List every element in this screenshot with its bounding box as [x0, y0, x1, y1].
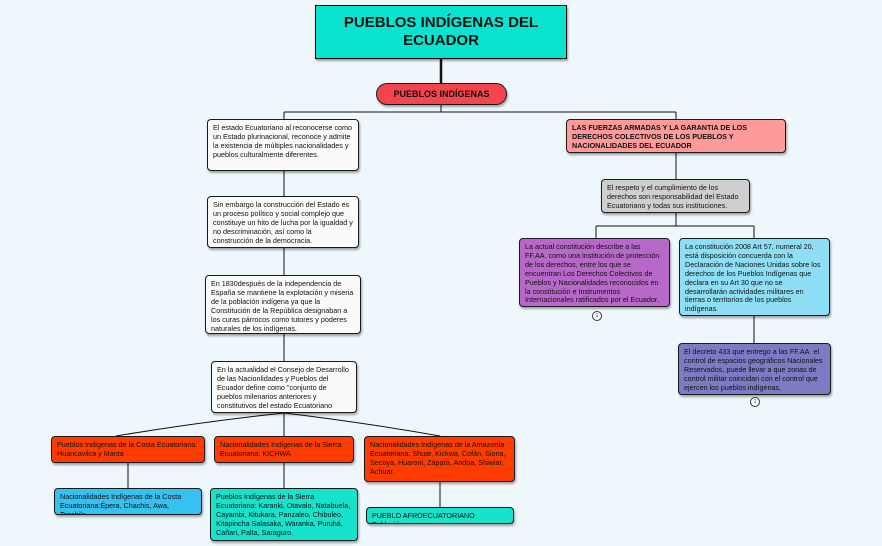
node-afroecuatoriano[interactable]: PUEBLO AFROECUATORIANO Población	[366, 507, 514, 524]
node-costa-nacionalidades[interactable]: Nacionalidades Indígenas de la Costa Ecu…	[54, 488, 202, 515]
subtopic-pueblos-indigenas[interactable]: PUEBLOS INDÍGENAS	[376, 83, 507, 105]
attachment-count-badge[interactable]: 1	[592, 311, 602, 321]
node-consejo-desarrollo[interactable]: En la actualidad el Consejo de Desarroll…	[211, 361, 357, 413]
node-decreto-433[interactable]: El decreto 433 que entrego a las FF.AA. …	[678, 343, 831, 395]
node-constitucion-actual[interactable]: La actual constitución describe a las FF…	[519, 238, 670, 307]
node-costa[interactable]: Pueblos Indígenas de la Costa Ecuatorian…	[51, 436, 205, 463]
node-constitucion-2008[interactable]: La constitución 2008 Art 57, numeral 20,…	[679, 238, 830, 316]
map-title: PUEBLOS INDÍGENAS DEL ECUADOR	[315, 5, 567, 59]
node-fuerzas-armadas[interactable]: LAS FUERZAS ARMADAS Y LA GARANTIA DE LOS…	[566, 119, 786, 153]
node-sierra-pueblos[interactable]: Pueblos Indígenas de la Sierra Ecuatoria…	[210, 488, 358, 541]
node-estado-plurinacional[interactable]: El estado Ecuatoriano al reconocerse com…	[207, 119, 359, 171]
node-amazonia[interactable]: Nacionalidades Indígenas de la Amazonía …	[364, 436, 515, 482]
node-respeto-derechos[interactable]: El respeto y el cumplimiento de los dere…	[601, 179, 750, 213]
attachment-count-badge[interactable]: 1	[750, 397, 760, 407]
node-sierra[interactable]: Nacionalidades Indígenas de la Sierra Ec…	[214, 436, 354, 463]
node-construccion-estado[interactable]: Sin embargo la construcción del Estado e…	[207, 196, 359, 248]
node-1830[interactable]: En 1830después de la independencia de Es…	[205, 275, 361, 334]
